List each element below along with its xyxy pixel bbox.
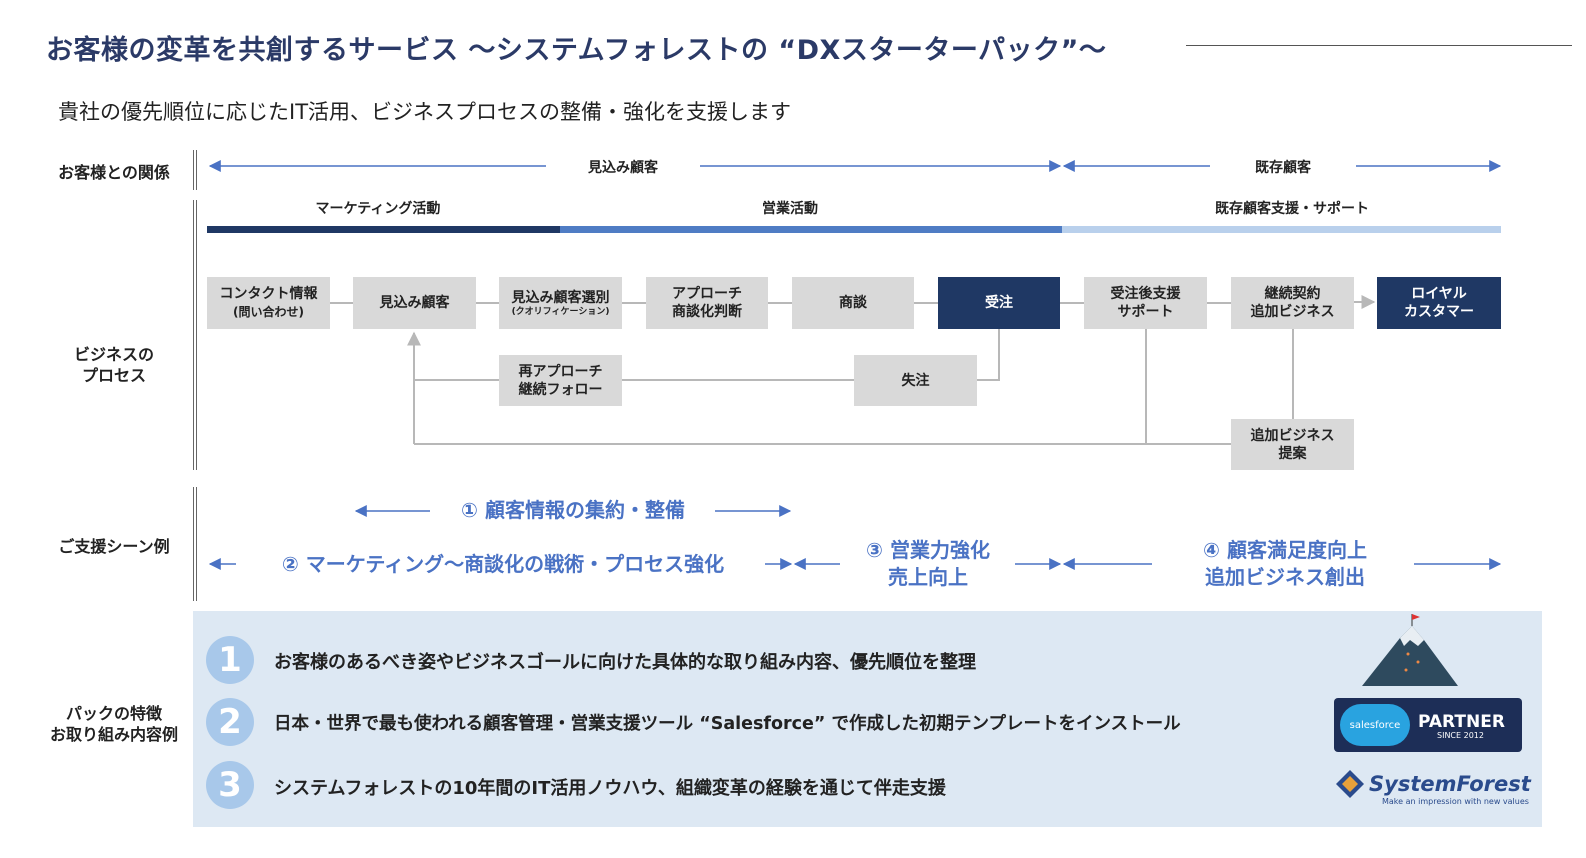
process-contact-sub: (問い合わせ) — [233, 305, 304, 319]
partner-label: PARTNER — [1418, 712, 1505, 732]
salesforce-logo: salesforce — [1340, 704, 1410, 746]
page-title: お客様の変革を共創するサービス 〜システムフォレストの “DXスターターパック”… — [46, 35, 1107, 66]
feature-2-number: 2 — [206, 698, 254, 746]
process-order: 受注 — [938, 277, 1060, 329]
process-contact-label: コンタクト情報 — [219, 286, 318, 302]
process-approach: アプローチ 商談化判断 — [646, 277, 768, 329]
process-renewal: 継続契約 追加ビジネス — [1231, 277, 1354, 329]
process-select-sub: (クオリフィケーション) — [511, 307, 610, 317]
systemforest-logo: SystemForest — [1369, 772, 1531, 796]
process-negotiation: 商談 — [792, 277, 914, 329]
relationship-existing: 既存顧客 — [1255, 160, 1311, 176]
row-label-scenes: ご支援シーン例 — [58, 537, 170, 556]
features-panel — [193, 611, 1542, 827]
systemforest-tagline: Make an impression with new values — [1382, 797, 1529, 806]
relationship-prospect: 見込み顧客 — [588, 160, 658, 176]
systemforest-mark-icon — [1336, 770, 1364, 798]
separator-process — [193, 200, 197, 470]
process-select-label: 見込み顧客選別 — [511, 290, 610, 306]
feature-1-number: 1 — [206, 636, 254, 684]
phase-sales: 営業活動 — [762, 201, 818, 217]
row-label-relationship: お客様との関係 — [58, 163, 170, 182]
process-contact: コンタクト情報 (問い合わせ) — [207, 277, 330, 329]
phase-support: 既存顧客支援・サポート — [1215, 201, 1369, 217]
page-subtitle: 貴社の優先順位に応じたIT活用、ビジネスプロセスの整備・強化を支援します — [58, 100, 792, 124]
process-loyal: ロイヤル カスタマー — [1377, 277, 1501, 329]
process-reapproach: 再アプローチ 継続フォロー — [499, 355, 622, 406]
feature-2-text: 日本・世界で最も使われる顧客管理・営業支援ツール “Salesforce” で作… — [274, 714, 1181, 734]
feature-1-text: お客様のあるべき姿やビジネスゴールに向けた具体的な取り組み内容、優先順位を整理 — [274, 652, 976, 673]
scene-1: ① 顧客情報の集約・整備 — [461, 498, 685, 522]
partner-since: SINCE 2012 — [1437, 731, 1484, 740]
phase-marketing: マーケティング活動 — [315, 201, 441, 217]
scene-3: ③ 営業力強化 売上向上 — [866, 538, 990, 589]
mountain-flag-icon — [1362, 614, 1458, 686]
separator-scenes — [193, 487, 197, 601]
row-label-process: ビジネスの プロセス — [73, 345, 154, 385]
feature-3-number: 3 — [206, 761, 254, 809]
process-select: 見込み顧客選別 (クオリフィケーション) — [499, 277, 622, 329]
process-post-order: 受注後支援 サポート — [1084, 277, 1207, 329]
separator-relationship — [193, 150, 197, 190]
process-prospect: 見込み顧客 — [353, 277, 476, 329]
title-rule — [1186, 45, 1572, 46]
process-addon: 追加ビジネス 提案 — [1231, 419, 1354, 470]
scene-4: ④ 顧客満足度向上 追加ビジネス創出 — [1203, 538, 1367, 589]
process-lost: 失注 — [854, 355, 977, 406]
row-label-features: パックの特徴 お取り組み内容例 — [49, 704, 178, 744]
feature-3-text: システムフォレストの10年間のIT活用ノウハウ、組織変革の経験を通じて伴走支援 — [274, 778, 946, 799]
scene-2: ② マーケティング〜商談化の戦術・プロセス強化 — [281, 552, 725, 576]
